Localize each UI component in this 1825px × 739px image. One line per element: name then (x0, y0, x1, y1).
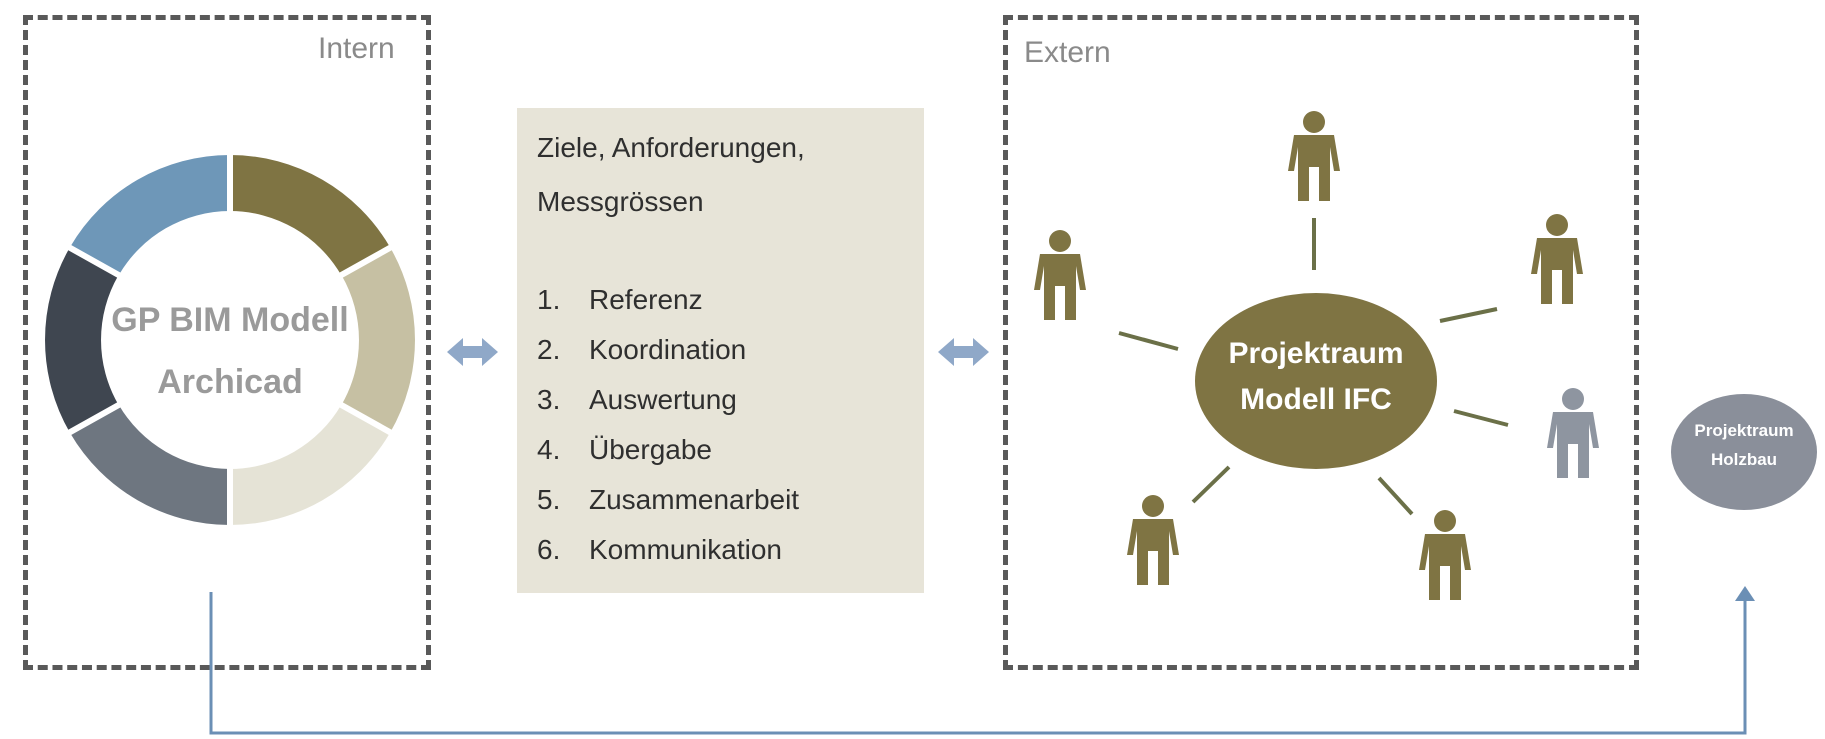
extern-label: Extern (1024, 36, 1111, 69)
requirements-heading-line2: Messgrössen (537, 186, 704, 217)
list-item: 4. Übergabe (537, 434, 712, 474)
requirements-heading-line1: Ziele, Anforderungen, (537, 132, 805, 163)
hub-title-line2: Modell IFC (1240, 383, 1392, 416)
model-ring (45, 150, 415, 530)
list-item: 5. Zusammenarbeit (537, 484, 799, 524)
list-item-label: Zusammenarbeit (589, 484, 800, 515)
list-item-number: 6. (537, 534, 561, 565)
intern-panel (23, 15, 431, 670)
list-item: 1. Referenz (537, 284, 703, 324)
ring-segment-blue (70, 155, 230, 276)
holzbau-ellipse (1671, 394, 1817, 510)
list-item: 6. Kommunikation (537, 534, 782, 574)
ring-segment-olive (230, 155, 390, 276)
double-arrow-left (447, 338, 498, 366)
list-item-label: Kommunikation (589, 534, 782, 565)
person-icon (1127, 495, 1179, 585)
list-item-number: 1. (537, 284, 561, 315)
ring-segment-slate (70, 404, 230, 525)
list-item-label: Übergabe (589, 434, 712, 465)
hub-ellipse (1195, 293, 1437, 469)
list-item: 3. Auswertung (537, 384, 737, 424)
list-item-label: Auswertung (589, 384, 737, 415)
ring-segment-pale (230, 404, 390, 525)
list-item-number: 2. (537, 334, 561, 365)
hub-spokes (1118, 218, 1509, 516)
bottom-connector (209, 592, 1747, 735)
list-item: 2. Koordination (537, 334, 746, 374)
connector-arrowhead (1735, 586, 1755, 601)
ring-segment-light-olive (341, 247, 415, 433)
list-item-label: Referenz (589, 284, 703, 315)
double-arrow-right (938, 338, 989, 366)
person-icon (1288, 111, 1340, 201)
holzbau-title-line1: Projektraum (1694, 421, 1794, 440)
list-item-number: 4. (537, 434, 561, 465)
person-icon (1531, 214, 1583, 304)
intern-label: Intern (318, 32, 395, 65)
ring-separators (63, 150, 397, 530)
list-item-number: 5. (537, 484, 561, 515)
person-icon (1034, 230, 1086, 320)
holzbau-title-line2: Holzbau (1710, 450, 1778, 469)
list-item-number: 3. (537, 384, 561, 415)
hub-title-line1: Projektraum (1228, 337, 1404, 370)
person-icon-gray (1547, 388, 1599, 478)
person-icon (1419, 510, 1471, 600)
model-title: GP BIM Modell (111, 301, 349, 339)
requirements-box: Ziele, Anforderungen, Messgrössen 1. Refe… (517, 108, 924, 593)
model-subtitle: Archicad (157, 363, 303, 401)
list-item-label: Koordination (589, 334, 747, 365)
extern-panel (1003, 15, 1639, 670)
ring-segment-dark (45, 247, 119, 433)
